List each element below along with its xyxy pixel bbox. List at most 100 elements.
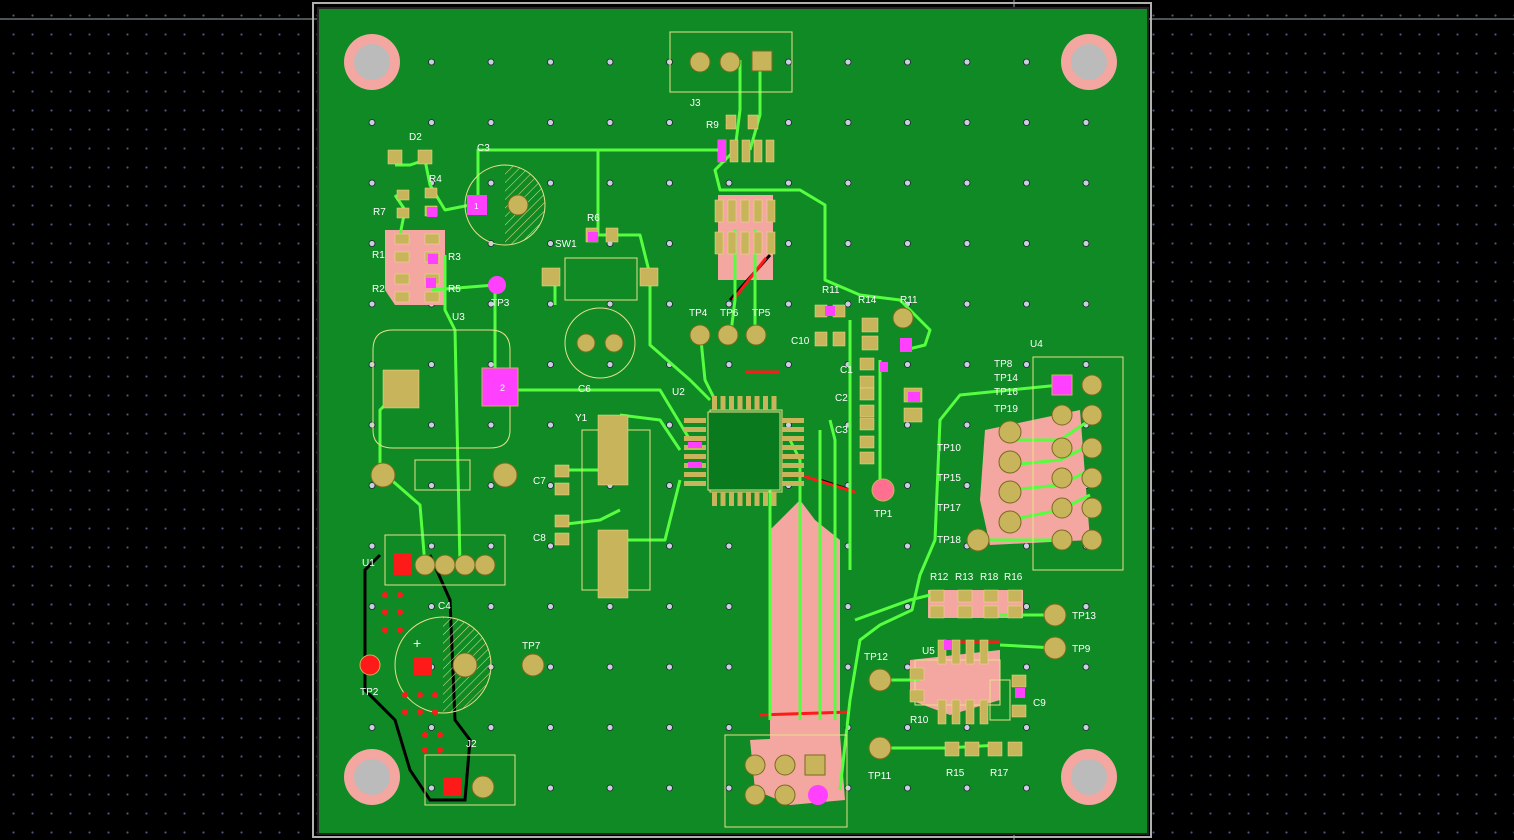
u2-pin[interactable] (729, 492, 734, 506)
via (428, 724, 435, 731)
thermal-via (437, 732, 443, 738)
u2-pin[interactable] (720, 396, 726, 410)
via (963, 482, 971, 489)
via (1082, 300, 1090, 308)
square-pads[interactable] (751, 50, 826, 776)
label-r5: R5 (448, 284, 461, 295)
via (785, 179, 792, 187)
label-u4: U4 (1030, 339, 1043, 350)
via (428, 421, 435, 429)
u2-pin[interactable] (763, 492, 768, 506)
u2-pin[interactable] (729, 396, 734, 410)
u2-pin[interactable] (782, 427, 804, 432)
u2-pin[interactable] (684, 472, 706, 477)
via (963, 724, 971, 731)
thermal-via (402, 709, 408, 715)
via (844, 119, 852, 126)
label-tp9: TP9 (1072, 644, 1091, 655)
via (547, 58, 554, 66)
via (1023, 603, 1030, 610)
label-tp4: TP4 (689, 308, 708, 319)
label-r9: R9 (706, 120, 719, 131)
u2-pin[interactable] (782, 472, 804, 477)
label-r13: R13 (955, 572, 974, 583)
u2-pin[interactable] (684, 454, 706, 459)
u2-pin[interactable] (782, 463, 804, 468)
via (844, 300, 852, 308)
via (963, 119, 971, 126)
u2-pin[interactable] (754, 492, 760, 506)
via (428, 119, 435, 126)
via (487, 724, 495, 731)
u2-pin[interactable] (754, 396, 760, 410)
label-c3: C3 (477, 143, 490, 154)
via (963, 421, 971, 429)
via (487, 603, 495, 610)
u2-pin[interactable] (684, 418, 706, 423)
via (904, 58, 911, 66)
u2-pin[interactable] (763, 396, 768, 410)
via (547, 542, 554, 550)
u2-pin[interactable] (737, 492, 743, 506)
label-tp12: TP12 (864, 652, 888, 663)
u2-pin[interactable] (720, 492, 726, 506)
mounting-holes (344, 34, 1117, 805)
u2-pin[interactable] (684, 427, 706, 432)
via (904, 603, 911, 610)
via (785, 240, 792, 247)
thermal-via (402, 692, 408, 698)
label-u2: U2 (672, 387, 685, 398)
via (606, 119, 614, 126)
thermal-via (382, 592, 388, 598)
via (666, 119, 673, 126)
pad-number-2: 2 (500, 383, 505, 393)
u2-pin[interactable] (782, 418, 804, 423)
label-r3: R3 (448, 252, 461, 263)
u2-pin[interactable] (712, 396, 717, 410)
tht-pads[interactable] (370, 51, 1103, 806)
u2-pin[interactable] (782, 445, 804, 450)
label-c9: C9 (1033, 698, 1046, 709)
u2-pin[interactable] (782, 454, 804, 459)
via (1023, 58, 1030, 66)
via (904, 361, 911, 368)
u2-pin[interactable] (782, 481, 804, 486)
label-u1: U1 (362, 558, 375, 569)
via (1023, 361, 1030, 368)
via (547, 663, 554, 671)
u2-pin[interactable] (746, 396, 751, 410)
label-r1: R1 (372, 250, 385, 261)
via (725, 784, 733, 792)
label-sw1: SW1 (555, 239, 577, 250)
u2-pin[interactable] (771, 492, 777, 506)
label-tp18: TP18 (937, 535, 961, 546)
u2-pin[interactable] (771, 396, 777, 410)
thermal-via (422, 732, 428, 738)
via (725, 663, 733, 671)
via (1023, 663, 1030, 671)
label-r2: R2 (372, 284, 385, 295)
u2-pin[interactable] (684, 436, 706, 441)
u2-pin[interactable] (782, 436, 804, 441)
via (963, 361, 971, 368)
u2-pin[interactable] (746, 492, 751, 506)
via (368, 482, 376, 489)
highlighted-pads[interactable] (359, 140, 1073, 805)
label-u5: U5 (922, 646, 935, 657)
label-r11b: R11 (900, 295, 918, 306)
u2-pin[interactable] (712, 492, 717, 506)
thermal-via (397, 592, 403, 598)
thermal-vias (382, 592, 443, 753)
label-tp8: TP8 (994, 359, 1013, 370)
u2-pin[interactable] (684, 481, 706, 486)
via (785, 119, 792, 126)
via (606, 724, 614, 731)
label-c4: C4 (438, 601, 451, 612)
via (666, 784, 673, 792)
u2-chip[interactable] (684, 396, 804, 506)
u2-pin[interactable] (737, 396, 743, 410)
via (547, 724, 554, 731)
thermal-via (397, 609, 403, 615)
